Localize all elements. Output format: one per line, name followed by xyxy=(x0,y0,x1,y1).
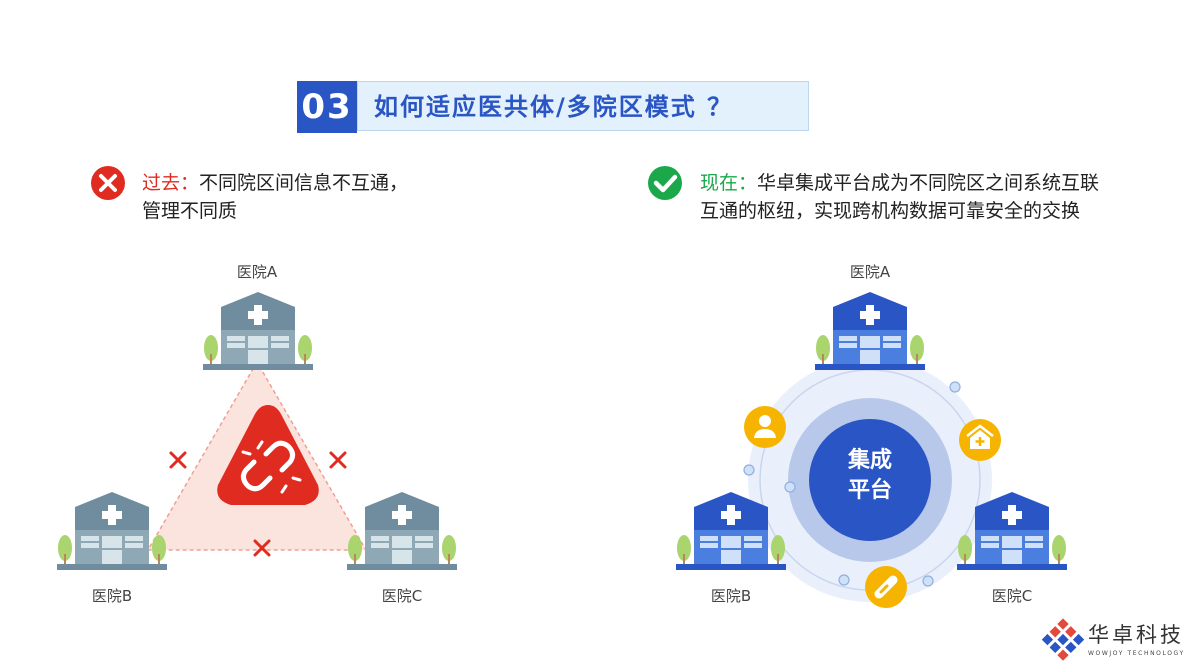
page-title: 如何适应医共体/多院区模式 ？ xyxy=(357,81,809,131)
right-hospital-b-label: 医院B xyxy=(710,587,752,605)
hospital-a-building xyxy=(203,292,313,370)
hospital-c-building xyxy=(347,492,457,570)
disconnected-triangle xyxy=(146,360,368,557)
present-line2: 互通的枢纽，实现跨机构数据可靠安全的交换 xyxy=(700,200,1081,222)
logo: 华卓科技 WOWJOY TECHNOLOGY xyxy=(1088,623,1185,657)
right-hospital-a-label: 医院A xyxy=(849,263,891,281)
orbit-dots xyxy=(743,381,961,587)
user-icon xyxy=(744,406,786,448)
present-line1: 华卓集成平台成为不同院区之间系统互联 xyxy=(757,172,1100,194)
pill-icon xyxy=(865,566,907,608)
past-statement: 过去：不同院区间信息不互通， 管理不同质 xyxy=(142,169,408,225)
left-hospital-a-label: 医院A xyxy=(236,263,278,281)
section-number: 03 xyxy=(297,81,357,133)
logo-mark xyxy=(1041,618,1085,661)
left-hospital-b-label: 医院B xyxy=(91,587,133,605)
past-label: 过去： xyxy=(142,172,200,194)
left-hospital-c-label: 医院C xyxy=(381,587,423,605)
platform-label-line1: 集成 xyxy=(847,448,893,473)
check-icon xyxy=(648,166,682,200)
cross-icon xyxy=(91,166,125,200)
hospital-b-building xyxy=(57,492,167,570)
past-line2: 管理不同质 xyxy=(142,200,238,222)
platform-label-line2: 平台 xyxy=(847,478,893,503)
logo-name: 华卓科技 xyxy=(1088,623,1184,647)
broken-link-icon xyxy=(240,440,302,494)
present-statement: 现在：华卓集成平台成为不同院区之间系统互联 互通的枢纽，实现跨机构数据可靠安全的… xyxy=(700,169,1099,225)
clinic-icon xyxy=(959,419,1001,461)
integration-hub xyxy=(743,358,1001,608)
logo-subtitle: WOWJOY TECHNOLOGY xyxy=(1088,650,1185,657)
broken-connection-marks xyxy=(169,451,347,557)
right-hospital-c-label: 医院C xyxy=(991,587,1033,605)
hospital-a-building xyxy=(815,292,925,370)
present-label: 现在： xyxy=(700,172,758,194)
past-line1: 不同院区间信息不互通， xyxy=(199,172,409,194)
platform-label: 集成 平台 xyxy=(848,446,892,506)
